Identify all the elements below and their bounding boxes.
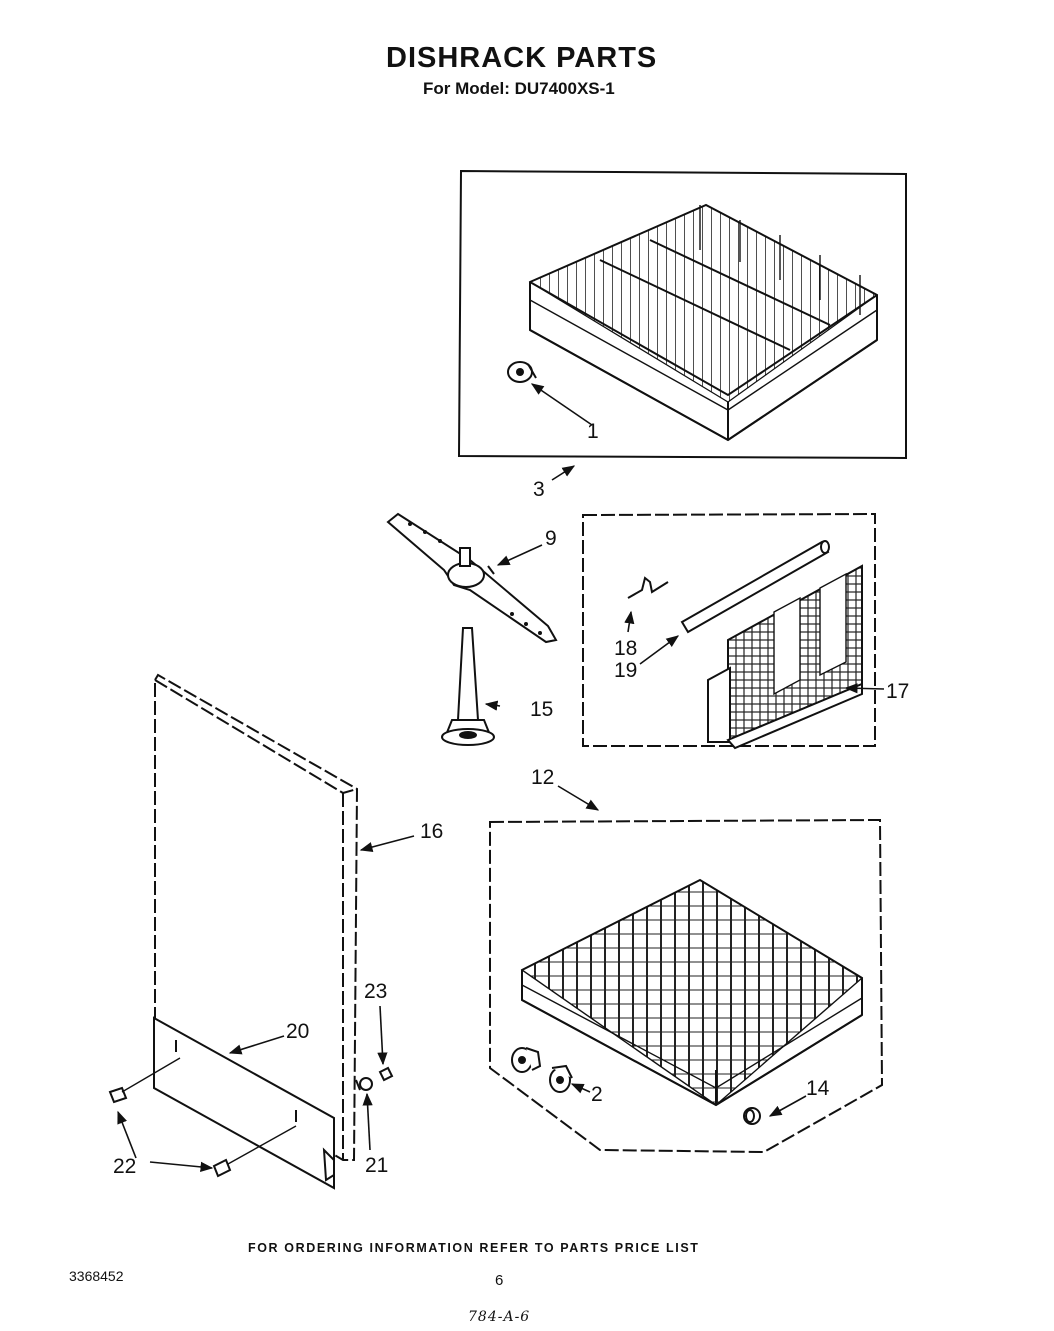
lower-dishrack [520, 878, 864, 1107]
door-panel-group: 16 20 22 23 21 [108, 673, 443, 1190]
callout-15: 15 [530, 698, 553, 721]
callout-arrow-18 [624, 610, 635, 633]
upper-dishrack [528, 203, 879, 442]
door-trim-part [153, 1016, 335, 1190]
lower-rack-frame [489, 818, 884, 1154]
handwritten-code: 784-A-6 [468, 1309, 531, 1325]
callout-arrow-16 [359, 835, 415, 853]
callout-arrow-15 [484, 700, 501, 711]
silverware-basket-frame [582, 512, 876, 747]
nut-bolt-part [355, 1066, 394, 1091]
callout-2: 2 [591, 1083, 603, 1106]
document-number: 3368452 [69, 1268, 124, 1284]
callout-arrow-2 [570, 1083, 591, 1094]
callout-arrow-9 [496, 544, 543, 566]
callout-arrow-17 [844, 683, 885, 694]
callout-arrow-1 [530, 383, 593, 426]
page-number: 6 [495, 1272, 504, 1289]
callout-1: 1 [587, 420, 599, 443]
silverware-basket [707, 564, 863, 750]
rack-roller-part [511, 1047, 573, 1093]
callout-9: 9 [545, 527, 557, 550]
upper-rack-frame [457, 169, 907, 460]
callout-23: 23 [364, 980, 387, 1003]
callout-16: 16 [420, 820, 443, 843]
callout-arrow-12 [557, 785, 600, 811]
spray-tube-part [441, 627, 495, 746]
callout-14: 14 [806, 1077, 830, 1100]
page-title: DISHRACK PARTS [386, 42, 658, 74]
screw-part [108, 1057, 297, 1178]
callout-arrow-3 [551, 465, 576, 481]
rack-stop-clip-part [507, 361, 537, 383]
callout-22: 22 [113, 1155, 136, 1178]
callout-arrow-23 [377, 1005, 388, 1066]
lower-rack-group: 2 14 12 [489, 766, 884, 1154]
callout-arrow-22b [149, 1161, 214, 1172]
callout-12: 12 [531, 766, 554, 789]
callout-arrow-22a [117, 1110, 137, 1159]
callout-21: 21 [365, 1154, 388, 1177]
callout-arrow-20 [228, 1035, 285, 1055]
callout-3: 3 [533, 478, 545, 501]
upper-rack-group: 1 3 [457, 169, 907, 501]
callout-arrow-19 [639, 635, 680, 665]
spray-arm-assembly: 9 15 [386, 512, 558, 746]
callout-17: 17 [886, 680, 909, 703]
ordering-info: FOR ORDERING INFORMATION REFER TO PARTS … [248, 1241, 700, 1255]
handle-clip-part [627, 576, 669, 599]
callout-18: 18 [614, 637, 637, 660]
callout-19: 19 [614, 659, 637, 682]
callout-arrow-21 [362, 1092, 373, 1151]
silverware-basket-group: 18 19 17 [582, 512, 909, 750]
basket-handle-part [680, 540, 830, 634]
model-subtitle: For Model: DU7400XS-1 [423, 79, 615, 98]
callout-20: 20 [286, 1020, 309, 1043]
callout-arrow-14 [768, 1095, 807, 1117]
rack-bumper-part [743, 1107, 761, 1125]
